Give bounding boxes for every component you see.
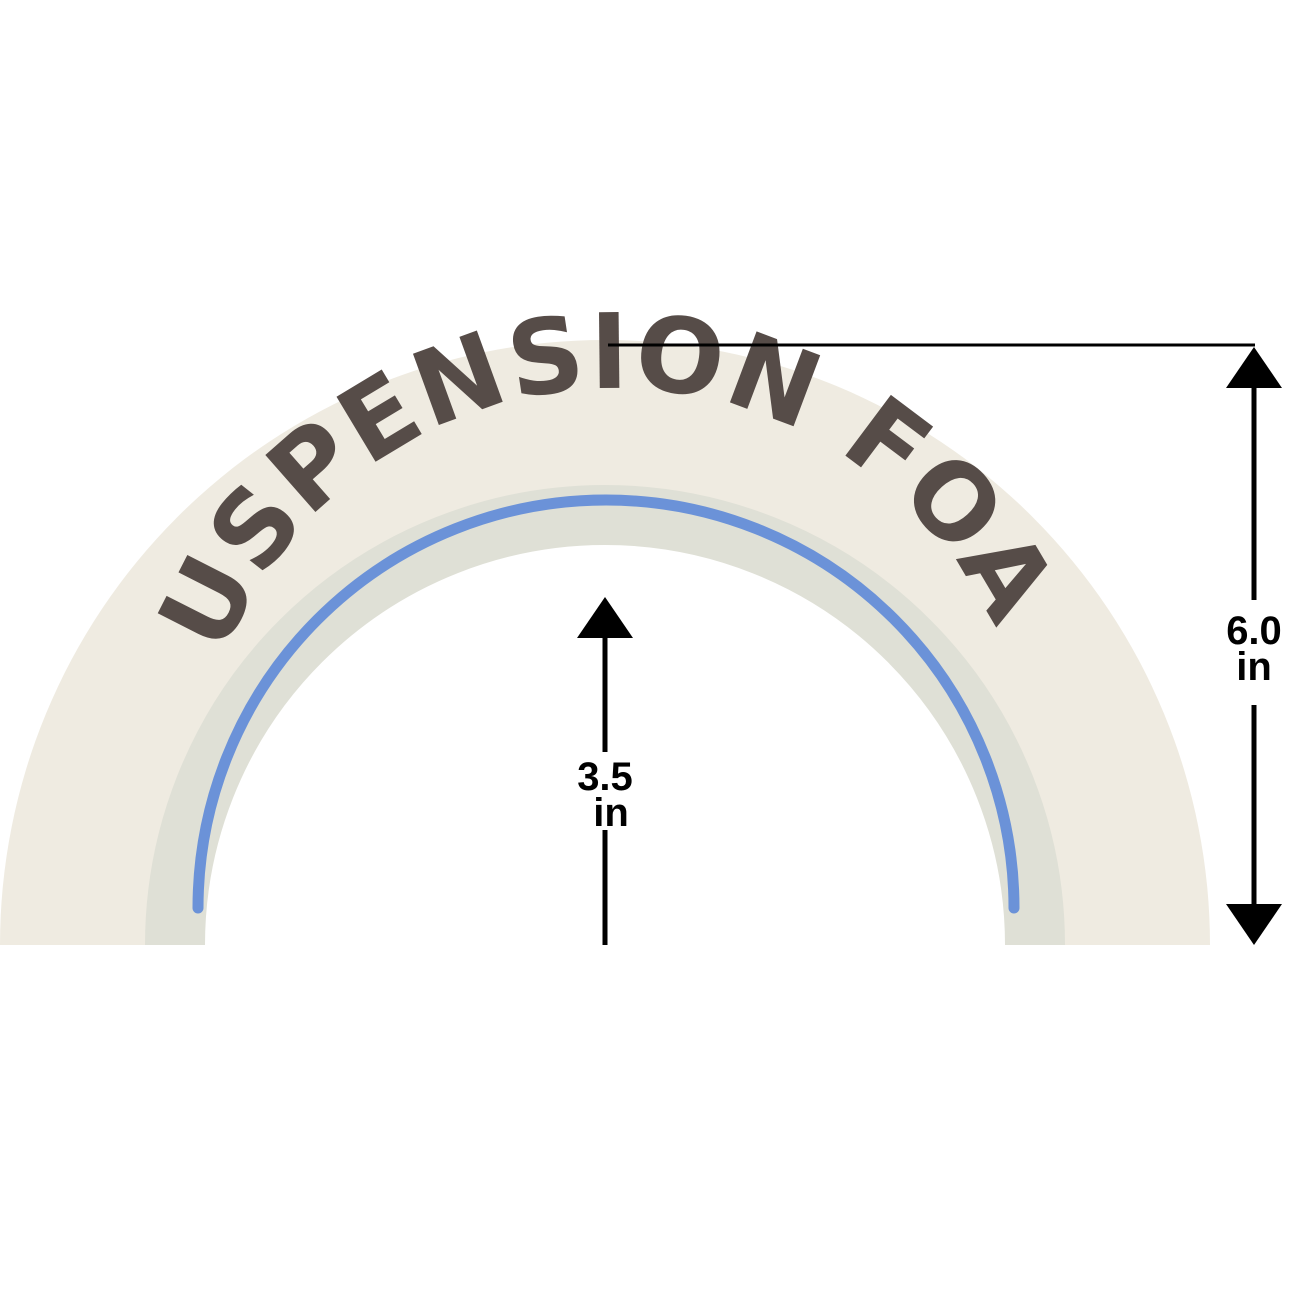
outer-foam-band bbox=[0, 340, 1210, 945]
arrow-down-icon bbox=[1226, 904, 1282, 945]
arrow-up-icon bbox=[577, 597, 633, 638]
outer-dimension-arrow bbox=[1226, 347, 1282, 945]
arrow-up-icon bbox=[1226, 347, 1282, 388]
outer-height-unit: in bbox=[1236, 645, 1272, 689]
blue-line bbox=[192, 494, 1020, 914]
inner-height-unit: in bbox=[593, 791, 629, 835]
inner-height-value: 3.5 bbox=[577, 755, 633, 799]
inner-dimension-arrow bbox=[577, 597, 633, 945]
outer-height-value: 6.0 bbox=[1226, 609, 1282, 653]
